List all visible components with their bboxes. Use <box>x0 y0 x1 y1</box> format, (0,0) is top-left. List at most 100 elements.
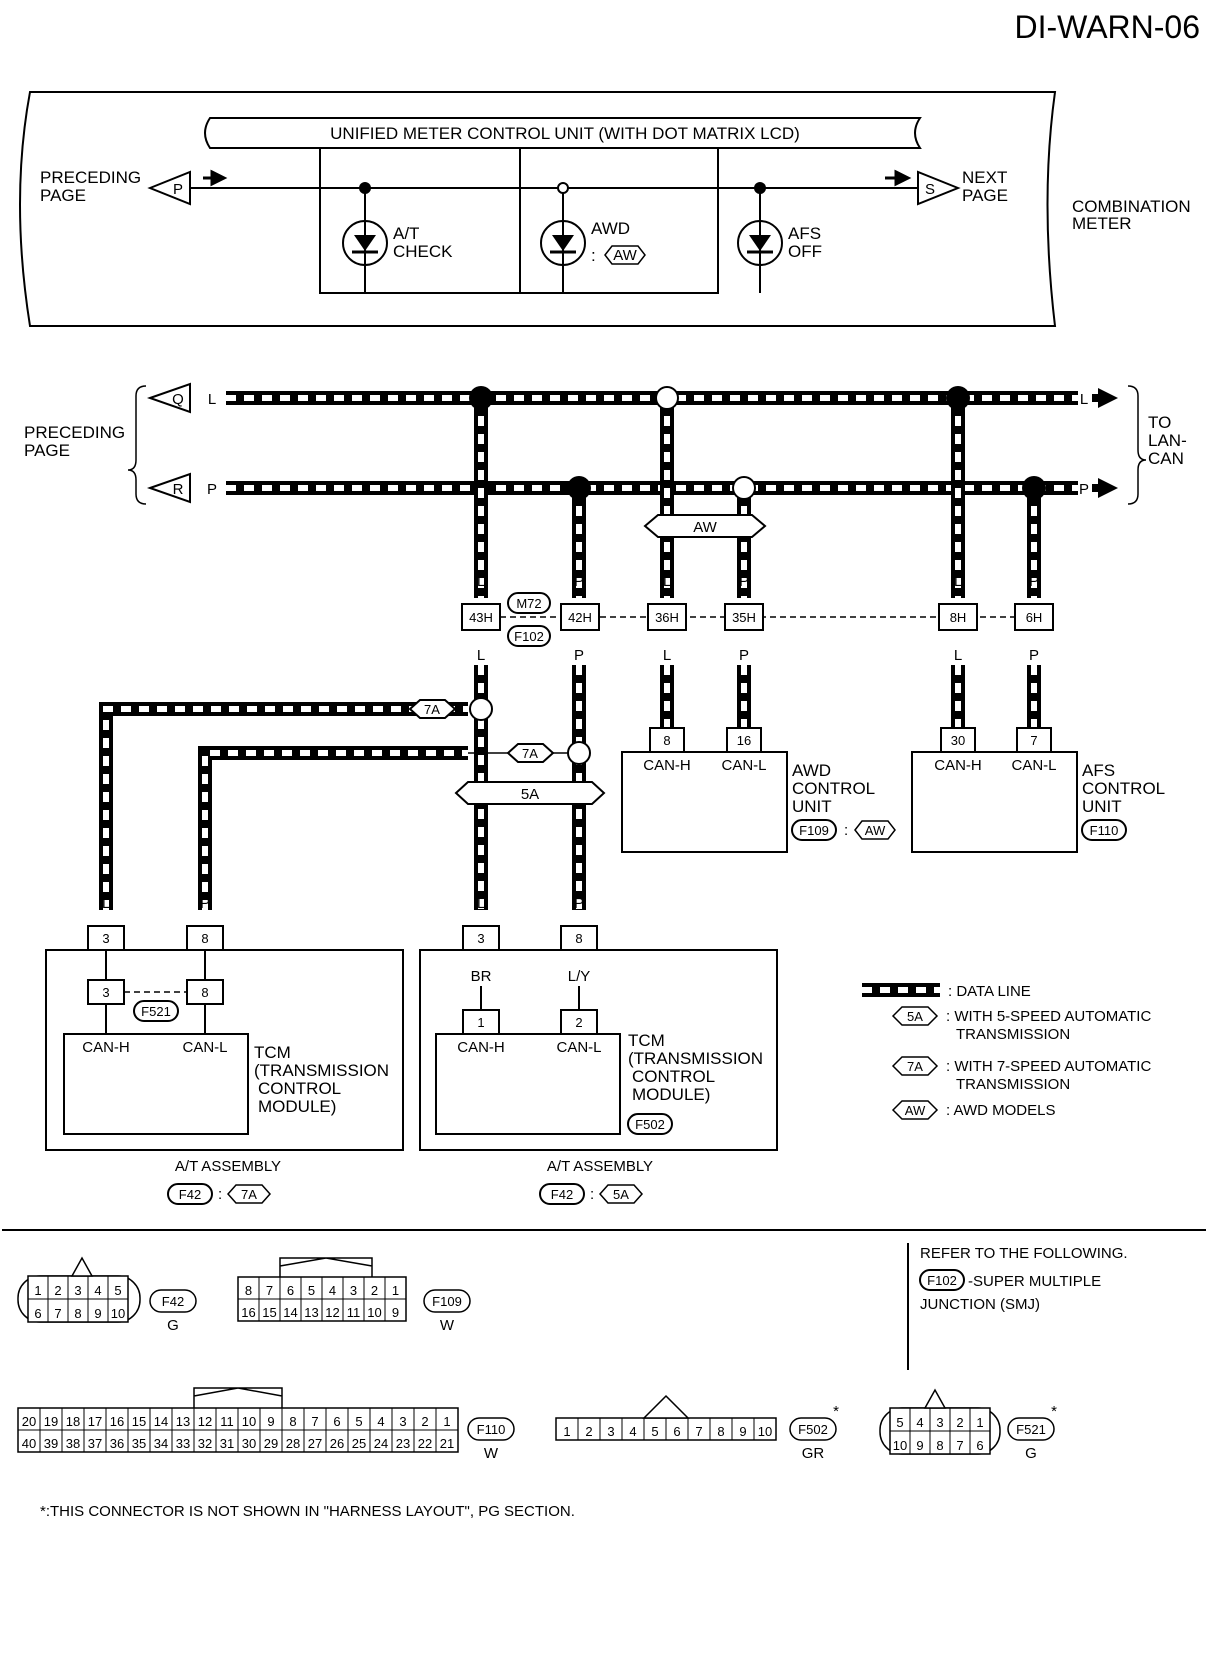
f110-pin: 22 <box>418 1436 432 1451</box>
f110-pin: 15 <box>132 1414 146 1429</box>
f110-pin: 28 <box>286 1436 300 1451</box>
tcm7-inner-pin: 8 <box>201 985 208 1000</box>
f109-pin: 7 <box>266 1283 273 1298</box>
tcm7-can-h: CAN-H <box>82 1039 130 1056</box>
awd-pin: 16 <box>737 733 751 748</box>
f110-pin: 35 <box>132 1436 146 1451</box>
afs-can-l: CAN-L <box>1011 757 1056 774</box>
f109-pin: 15 <box>262 1305 276 1320</box>
f502-tag <box>789 1417 837 1441</box>
afs-name-3: UNIT <box>1082 797 1122 816</box>
arrow-right-icon <box>885 169 912 187</box>
f110-pin: 18 <box>66 1414 80 1429</box>
tcm7-outer-pin: 3 <box>102 931 109 946</box>
f109-pin: 16 <box>241 1305 255 1320</box>
wire-code: P <box>1079 481 1089 498</box>
f521-pin: 4 <box>916 1415 923 1430</box>
f109-pin: 12 <box>325 1305 339 1320</box>
junction-pin: 36H <box>655 610 679 625</box>
f42-color: G <box>167 1317 179 1334</box>
can-conn-q: Q <box>172 391 184 408</box>
f42-pin: 8 <box>74 1306 81 1321</box>
afs-name-2: CONTROL <box>1082 779 1165 798</box>
at-check-lamp-icon <box>341 218 389 268</box>
junction-pin: 35H <box>732 610 756 625</box>
wire-code: P <box>574 573 584 590</box>
tcm5-tag: 5A <box>613 1187 629 1202</box>
awd-can-l: CAN-L <box>721 757 766 774</box>
tcm7-inner-pin: 3 <box>102 985 109 1000</box>
refer-line2: -SUPER MULTIPLE <box>968 1273 1101 1290</box>
f110-pin: 25 <box>352 1436 366 1451</box>
f110-pin: 2 <box>421 1414 428 1429</box>
wire-code: L <box>663 647 671 664</box>
f102-conn: F102 <box>514 629 544 644</box>
afs-can-h: CAN-H <box>934 757 982 774</box>
f502-star: * <box>833 1403 839 1420</box>
awd-unit-tag: AW <box>865 823 886 838</box>
tcm5-can-h: CAN-H <box>457 1039 505 1056</box>
legend-data-line: : DATA LINE <box>948 983 1031 1000</box>
f42-pin: 7 <box>54 1306 61 1321</box>
awd-lamp-icon <box>539 218 587 268</box>
f42-pin: 9 <box>94 1306 101 1321</box>
wire-code: L <box>477 895 485 912</box>
f109-pin: 13 <box>304 1305 318 1320</box>
to-lan-3: CAN <box>1148 449 1184 468</box>
junction-pin: 8H <box>950 610 967 625</box>
tcm5-assembly: A/T ASSEMBLY <box>547 1158 653 1175</box>
tcm5-conn: F502 <box>635 1117 665 1132</box>
to-lan-2: LAN- <box>1148 431 1187 450</box>
f109-pin: 10 <box>367 1305 381 1320</box>
f110-pin: 17 <box>88 1414 102 1429</box>
tcm7-outer-pin: 8 <box>201 931 208 946</box>
legend-7a-2: TRANSMISSION <box>956 1076 1070 1093</box>
f502-pin: 2 <box>585 1424 592 1439</box>
meter-conn-s: S <box>925 181 935 198</box>
tcm7-colon: : <box>218 1186 222 1203</box>
page-code: DI-WARN-06 <box>1015 9 1200 45</box>
meter-combination-2: METER <box>1072 214 1132 233</box>
refer-conn: F102 <box>927 1273 957 1288</box>
f42-pin: 10 <box>111 1306 125 1321</box>
f521-pin: 10 <box>893 1438 907 1453</box>
meter-preceding-1: PRECEDING <box>40 168 141 187</box>
f521-pin: 2 <box>956 1415 963 1430</box>
meter-combination-1: COMBINATION <box>1072 197 1191 216</box>
awd-lamp-label: AWD <box>591 219 630 238</box>
tcm5-outer-pin: 8 <box>575 931 582 946</box>
f502-pin: 7 <box>695 1424 702 1439</box>
wire-code: P <box>739 573 749 590</box>
at-check-label-2: CHECK <box>393 242 453 261</box>
f110-pin: 37 <box>88 1436 102 1451</box>
wire-code: P <box>1029 647 1039 664</box>
meter-next-1: NEXT <box>962 168 1007 187</box>
wire-code: P <box>200 895 210 912</box>
f110-pin: 24 <box>374 1436 388 1451</box>
tag-5a: 5A <box>521 786 539 803</box>
can-conn-r: R <box>173 481 184 498</box>
f42-pin: 5 <box>114 1283 121 1298</box>
afs-off-label-2: OFF <box>788 242 822 261</box>
tcm5-name-1: TCM <box>628 1031 665 1050</box>
conn-p-flag <box>147 170 191 206</box>
awd-can-h: CAN-H <box>643 757 691 774</box>
can-preceding-2: PAGE <box>24 441 70 460</box>
f109-pin: 2 <box>371 1283 378 1298</box>
tag-7a-l: 7A <box>424 702 440 717</box>
tcm7-name-1: TCM <box>254 1043 291 1062</box>
f109-color: W <box>440 1317 455 1334</box>
f110-pin: 10 <box>242 1414 256 1429</box>
lamp-box-2 <box>519 148 719 294</box>
f110-pin: 23 <box>396 1436 410 1451</box>
tcm-5a: 3 8 BR L/Y 1 2 CAN-H CAN-L TCM (TRANSMIS… <box>419 925 778 1205</box>
awd-name-3: UNIT <box>792 797 832 816</box>
tcm5-inner-pin: 1 <box>477 1015 484 1030</box>
f42-pin: 6 <box>34 1306 41 1321</box>
tcm7-name-2: (TRANSMISSION <box>254 1061 389 1080</box>
meter-unit-banner <box>204 117 922 149</box>
can-bus: PRECEDING PAGE TO LAN- CAN Q L L R P P <box>24 382 1187 598</box>
f42-tag <box>149 1289 197 1313</box>
f42-pin: 4 <box>94 1283 101 1298</box>
wire-code: L <box>954 647 962 664</box>
